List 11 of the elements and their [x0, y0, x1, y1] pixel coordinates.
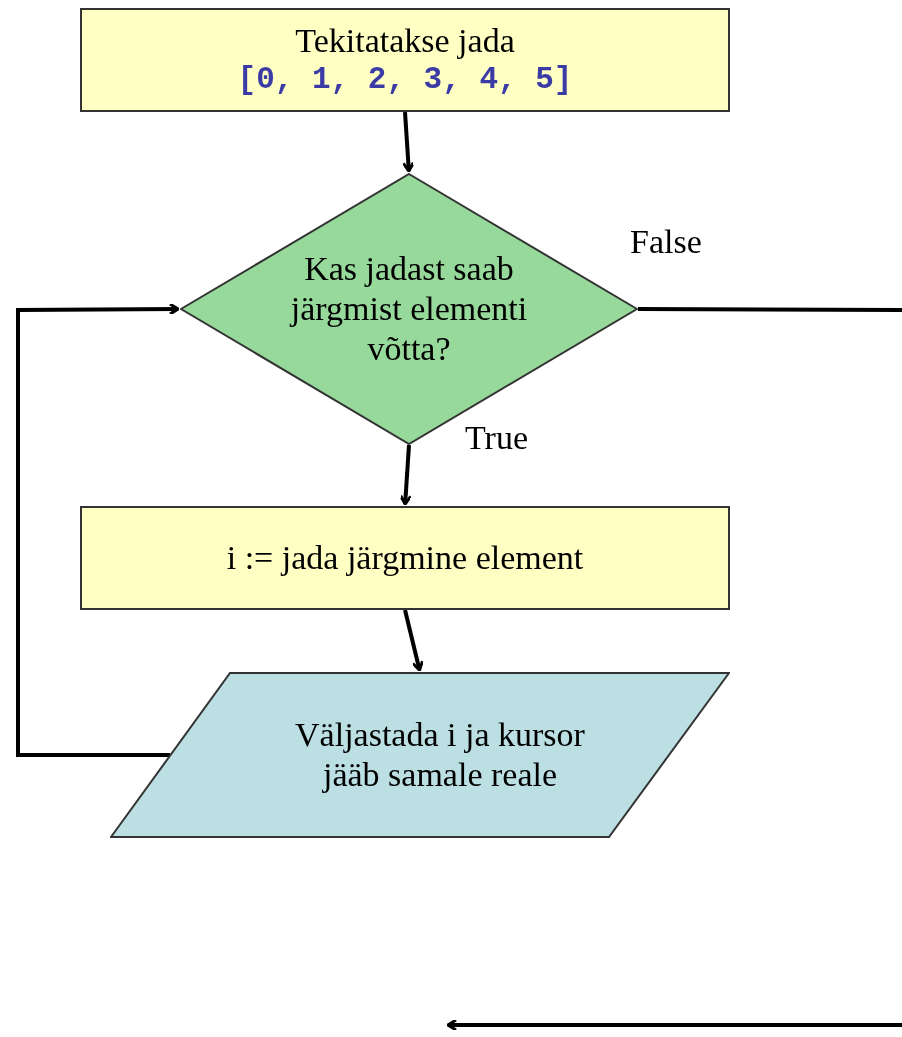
output-text: Väljastada i ja kursor jääb samale reale [294, 715, 586, 795]
arrow [16, 302, 180, 757]
decision-text: Kas jadast saab järgmist elementi võtta? [288, 249, 529, 369]
arrow [399, 444, 413, 506]
box-text: Tekitatakse jada [295, 21, 515, 61]
process-box [80, 506, 730, 610]
arrow [403, 609, 424, 672]
process-box [80, 8, 730, 112]
code-text: [0, 1, 2, 3, 4, 5] [237, 61, 573, 99]
arrow [401, 111, 415, 173]
box-text: i := jada järgmine element [226, 538, 584, 578]
